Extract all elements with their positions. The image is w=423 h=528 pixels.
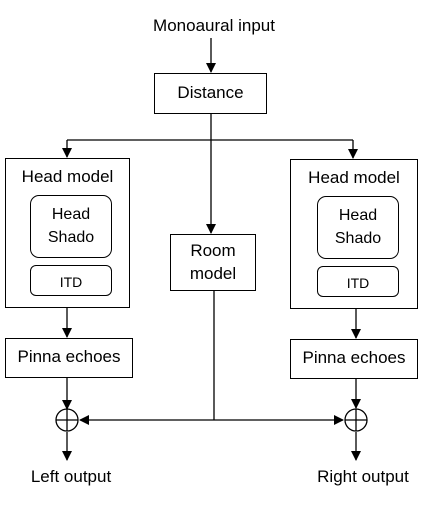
left-summing-junction (55, 408, 79, 432)
room-model-block: Room model (170, 234, 256, 291)
left-pinna-block: Pinna echoes (5, 338, 133, 378)
room-model-line2: model (189, 264, 237, 283)
distance-label: Distance (177, 83, 244, 102)
right-itd-block: ITD (317, 266, 399, 297)
right-pinna-block: Pinna echoes (290, 339, 418, 379)
left-head-shadow-line2: Shado (47, 229, 95, 246)
right-pinna-label: Pinna echoes (302, 348, 406, 367)
right-summing-junction (344, 408, 368, 432)
left-head-shadow-line1: Head (51, 206, 91, 223)
right-output-label: Right output (317, 467, 409, 486)
right-head-shadow-line2: Shado (334, 230, 382, 247)
left-output-label: Left output (30, 467, 112, 486)
left-head-model-label: Head model (21, 167, 114, 186)
left-pinna-label: Pinna echoes (17, 347, 121, 366)
left-head-shadow-block: Head Shado (30, 195, 112, 258)
left-itd-label: ITD (59, 274, 83, 290)
right-head-shadow-line1: Head (338, 207, 378, 224)
left-itd-block: ITD (30, 265, 112, 296)
left-head-model-block: Head model Head Shado ITD (5, 158, 130, 308)
right-itd-label: ITD (346, 275, 370, 291)
right-head-shadow-block: Head Shado (317, 196, 399, 259)
right-head-model-label: Head model (308, 168, 400, 187)
distance-block: Distance (154, 73, 267, 114)
right-head-model-block: Head model Head Shado ITD (290, 159, 418, 309)
room-model-line1: Room (190, 241, 236, 260)
input-label: Monoaural input (153, 16, 275, 35)
